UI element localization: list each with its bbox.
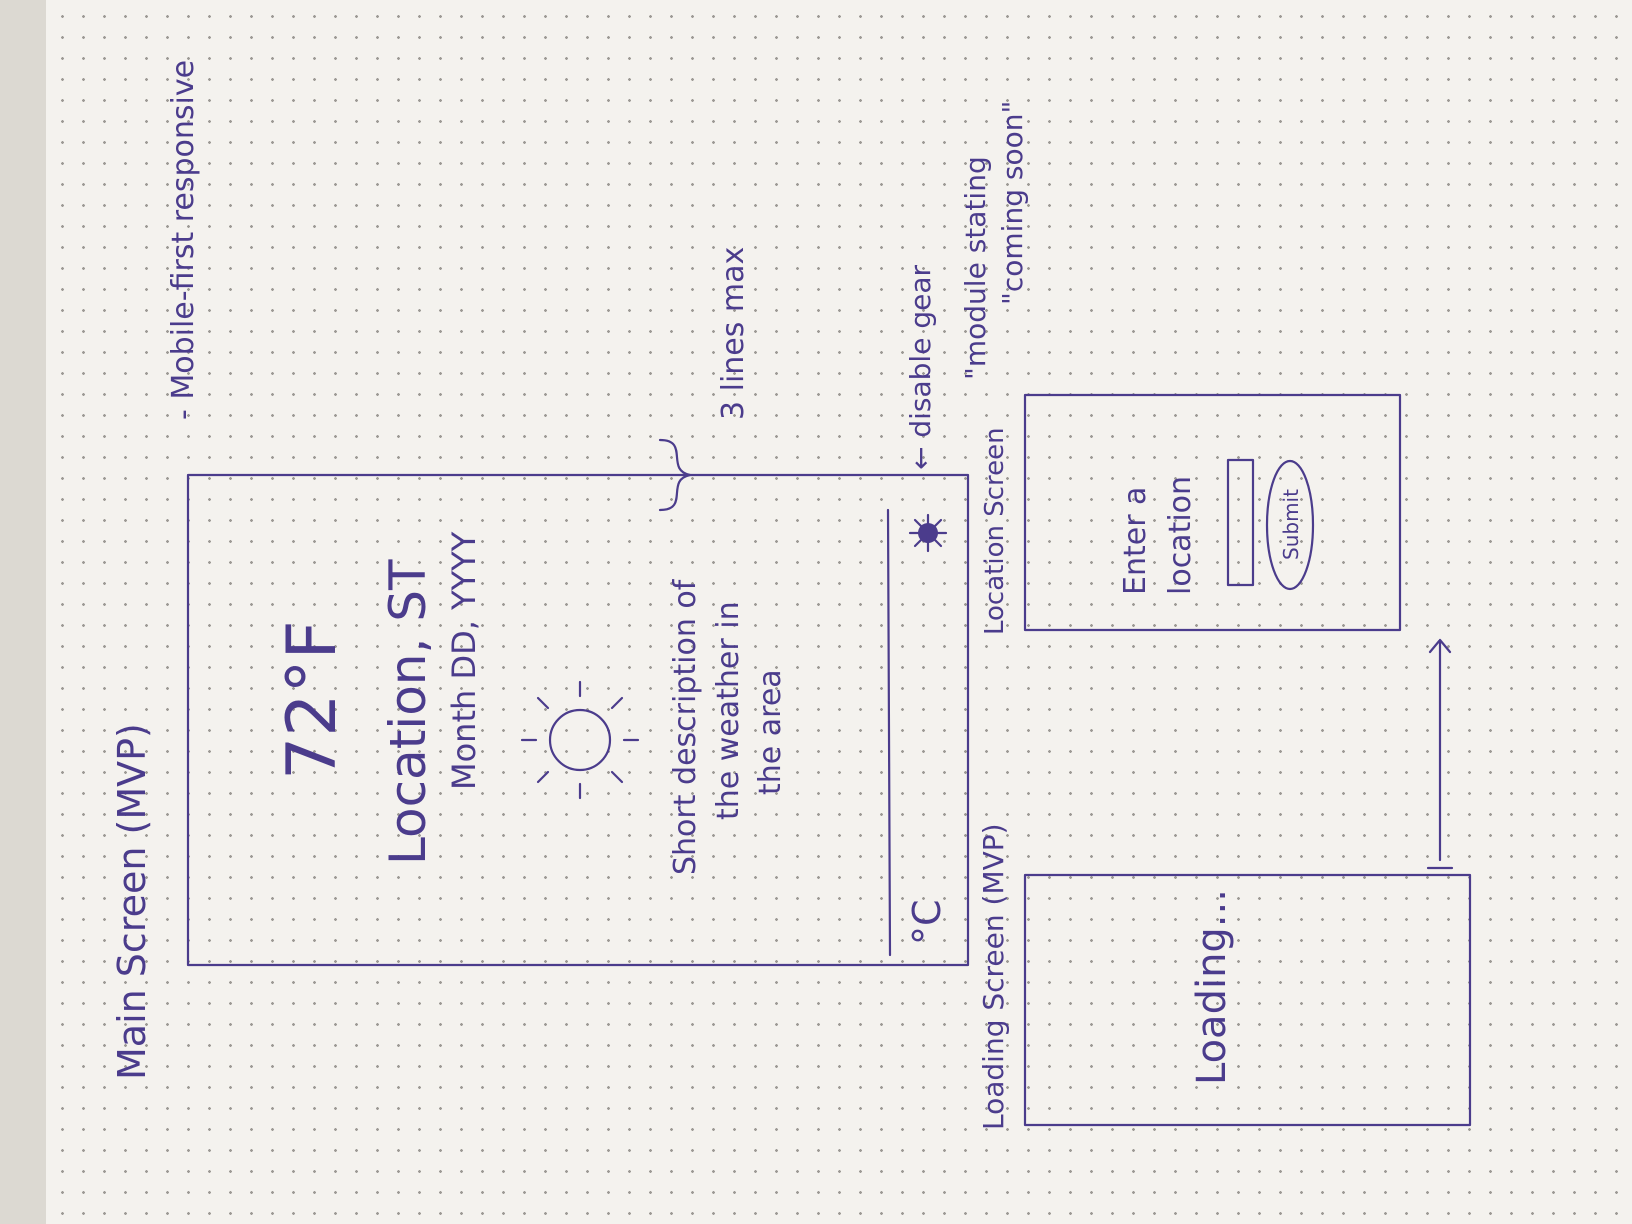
date-label: Month DD, YYYY <box>445 531 483 790</box>
module-stating-note: "module stating <box>959 156 992 380</box>
coming-soon-note: "coming soon" <box>996 101 1029 305</box>
loading-screen-title: Loading Screen (MVP) <box>977 823 1010 1130</box>
dot-grid-paper <box>46 0 1632 1224</box>
three-lines-max-note: 3 lines max <box>716 247 751 420</box>
location-input[interactable] <box>1226 458 1255 587</box>
main-screen-footer-divider <box>886 508 892 957</box>
disable-gear-note: ← disable gear <box>904 265 937 470</box>
location-prompt-line-1: Enter a <box>1118 487 1153 595</box>
weather-description-line-1: Short description of <box>668 578 703 875</box>
submit-button-label[interactable]: Submit <box>1279 489 1303 560</box>
weather-description-line-3: the area <box>753 669 788 795</box>
weather-description-line-2: the weather in <box>711 601 746 820</box>
location-screen-title: Location Screen <box>980 427 1010 635</box>
loading-screen-frame <box>1023 873 1472 1127</box>
flow-arrow <box>1428 638 1452 862</box>
main-screen-frame <box>186 473 970 967</box>
gear-icon[interactable] <box>908 513 948 553</box>
loading-label: Loading... <box>1189 889 1235 1085</box>
submit-button-outline[interactable] <box>1265 459 1315 591</box>
mobile-first-note: - Mobile-first responsive <box>166 60 201 420</box>
location-prompt-line-2: location <box>1163 476 1198 595</box>
location-label: Location, ST <box>379 559 437 865</box>
location-screen-frame <box>1023 393 1402 632</box>
sun-icon <box>520 680 640 800</box>
unit-toggle-celsius[interactable]: °C <box>905 899 949 945</box>
temperature-readout: 72°F <box>273 620 352 780</box>
main-screen-title: Main Screen (MVP) <box>110 723 154 1080</box>
